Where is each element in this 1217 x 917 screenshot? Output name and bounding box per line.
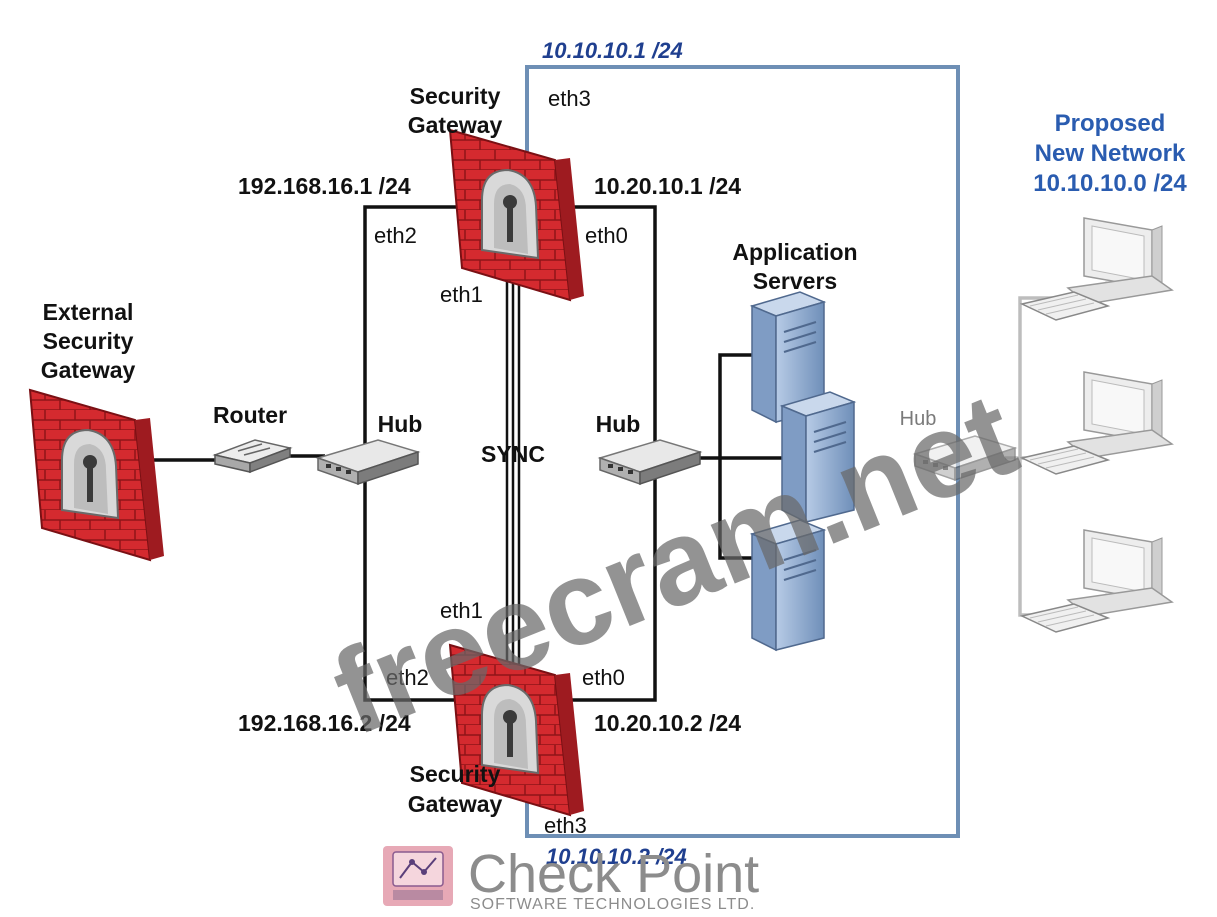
sg-top-title-line1: Security [410, 83, 501, 109]
proposed-network-title-line2: New Network [1035, 140, 1186, 167]
workstation-1-icon [1021, 217, 1173, 321]
bottom-eth1-label: eth1 [440, 598, 483, 623]
top-eth1-label: eth1 [440, 282, 483, 307]
bottom-eth3-label: eth3 [544, 813, 587, 838]
bottom-eth0-address: 10.20.10.2 /24 [594, 710, 741, 736]
top-eth3-label: eth3 [548, 86, 591, 111]
router-icon [212, 439, 293, 474]
sg-top-title-line2: Gateway [408, 112, 503, 138]
hub-middle-icon [599, 439, 701, 485]
ext-gw-title-line1: External [43, 299, 134, 325]
checkpoint-logo-tagline: SOFTWARE TECHNOLOGIES LTD. [470, 896, 755, 912]
app-servers-title-line1: Application [732, 239, 857, 265]
bottom-eth2-label: eth2 [386, 665, 429, 690]
router-label: Router [213, 402, 287, 428]
hub-left-icon [317, 439, 419, 485]
ext-gw-title-line2: Security [43, 328, 134, 354]
bottom-eth2-address: 192.168.16.2 /24 [238, 710, 411, 736]
hub-left-label: Hub [378, 411, 423, 437]
checkpoint-logo-name: Check Point [468, 844, 759, 904]
sync-label: SYNC [481, 441, 545, 467]
top-eth0-address: 10.20.10.1 /24 [594, 173, 741, 199]
top-eth2-address: 192.168.16.1 /24 [238, 173, 411, 199]
proposed-network-title-line1: Proposed [1055, 110, 1166, 137]
sg-bottom-title-line2: Gateway [408, 791, 503, 817]
top-eth0-label: eth0 [585, 223, 628, 248]
sync-link [505, 268, 521, 672]
bottom-eth0-label: eth0 [582, 665, 625, 690]
workstation-2-icon [1021, 371, 1173, 475]
app-servers-title-line2: Servers [753, 268, 837, 294]
external-security-gateway [29, 389, 165, 561]
checkpoint-logo: Check Point SOFTWARE TECHNOLOGIES LTD. [383, 844, 759, 913]
hub-right-label: Hub [900, 408, 937, 430]
top-eth3-address: 10.10.10.1 /24 [542, 38, 683, 63]
bottom-eth3-address: 10.10.10.2 /24 [546, 844, 687, 869]
sg-bottom-title-line1: Security [410, 761, 501, 787]
hub-middle-label: Hub [596, 411, 641, 437]
security-gateway-top [449, 129, 585, 301]
top-eth2-label: eth2 [374, 223, 417, 248]
proposed-network-title-line3: 10.10.10.0 /24 [1033, 170, 1187, 197]
ext-gw-title-line3: Gateway [41, 357, 136, 383]
workstation-3-icon [1021, 529, 1173, 633]
watermark-text: freecram.net [315, 367, 1033, 761]
